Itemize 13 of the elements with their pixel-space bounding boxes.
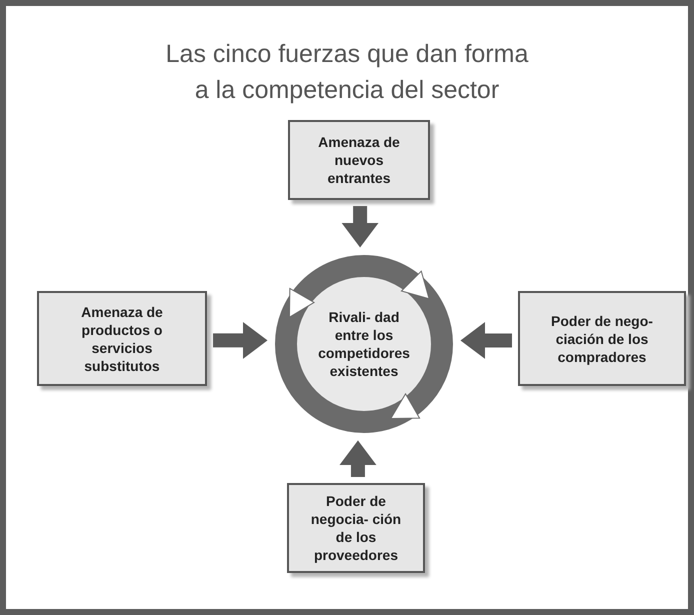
- arrow: [339, 440, 376, 477]
- force-box: [518, 291, 686, 386]
- diagram-title: Las cinco fuerzas que dan forma a la competencia del sector: [164, 39, 530, 106]
- force-box: [288, 120, 430, 200]
- node-label: Amenaza de productos o servicios substitutos: [80, 302, 164, 374]
- force-box: [287, 483, 425, 573]
- arrow: [213, 322, 268, 359]
- arrow: [460, 322, 512, 359]
- node-label: Poder de negocia- ción de los proveedores: [310, 492, 402, 564]
- node-label: Amenaza de nuevos entrantes: [317, 133, 401, 187]
- node-label: Poder de nego- ciación de los compradores: [550, 312, 654, 366]
- arrow: [342, 206, 379, 248]
- force-box: [37, 291, 207, 386]
